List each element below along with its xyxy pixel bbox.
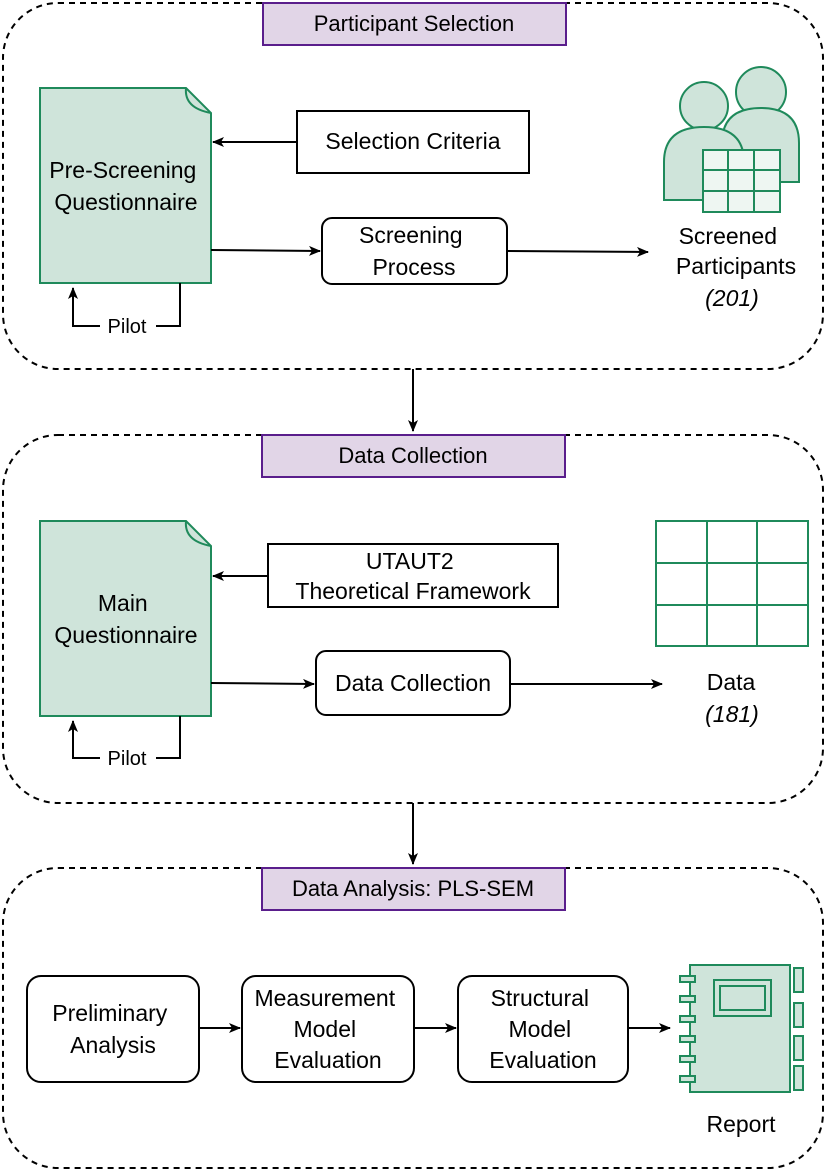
svg-text:UTAUT2 Theoretical Frame: UTAUT2 Theoretical Framework: [295, 548, 531, 604]
svg-text:Preliminary Analysis: Preliminary Analysis: [52, 1000, 173, 1058]
screening-process-line1: Screening: [359, 222, 463, 248]
stage-title-participant-selection: Participant Selection: [262, 2, 567, 46]
arrow-screening-to-participants: [506, 246, 649, 257]
svg-text:Main Questionnaire: Main Questionnaire: [54, 590, 197, 648]
screening-process-box: Screening Process: [321, 217, 508, 285]
stage-title-text: Data Collection: [338, 443, 487, 468]
measurement-line2: Model: [293, 1016, 356, 1042]
measurement-model-box: Measurement Model Evaluation: [241, 975, 415, 1083]
preliminary-line2: Analysis: [70, 1032, 156, 1058]
document-icon: [39, 520, 212, 717]
measurement-line1: Measurement: [254, 985, 395, 1011]
report-label: Report: [706, 1111, 776, 1137]
stage-title-data-collection: Data Collection: [261, 434, 566, 478]
structural-model-box: Structural Model Evaluation: [457, 975, 629, 1083]
structural-line1: Structural: [491, 985, 589, 1011]
pilot-label-selection: Pilot: [108, 316, 147, 338]
framework-box: UTAUT2 Theoretical Framework: [267, 543, 559, 608]
data-label: Data: [707, 669, 756, 695]
pre-screening-questionnaire: Pre-Screening Questionnaire: [39, 87, 212, 284]
arrow-questionnaire-to-screening: [210, 245, 321, 256]
table-icon: [655, 520, 809, 647]
measurement-line3: Evaluation: [274, 1047, 381, 1073]
screening-process-line2: Process: [372, 254, 455, 280]
pre-screening-label-line2: Questionnaire: [54, 189, 197, 215]
document-icon: [39, 87, 212, 284]
preliminary-analysis-box: Preliminary Analysis: [26, 975, 200, 1083]
selection-criteria-box: Selection Criteria: [296, 110, 530, 174]
svg-text:Measurement Model: Measurement Model Evaluation: [254, 985, 401, 1073]
main-questionnaire-line2: Questionnaire: [54, 622, 197, 648]
framework-line1: UTAUT2: [366, 548, 454, 574]
svg-text:Pre-Screening Questionna: Pre-Screening Questionnaire: [49, 157, 202, 215]
selection-criteria-label: Selection Criteria: [325, 128, 500, 154]
svg-text:Screening Process: Screening Process: [359, 222, 469, 280]
stage-title-text: Data Analysis: PLS-SEM: [292, 876, 534, 901]
pilot-label-collection: Pilot: [108, 748, 147, 770]
arrow-questionnaire-to-collection: [210, 678, 315, 689]
notebook-icon: [679, 964, 804, 1093]
framework-line2: Theoretical Framework: [295, 578, 531, 604]
stage-title-data-analysis: Data Analysis: PLS-SEM: [261, 867, 566, 911]
preliminary-line1: Preliminary: [52, 1000, 168, 1026]
main-questionnaire: Main Questionnaire: [39, 520, 212, 717]
data-count: (181): [705, 701, 759, 727]
pre-screening-label-line1: Pre-Screening: [49, 157, 196, 183]
data-collection-process-box: Data Collection: [315, 650, 511, 716]
screened-participants-label: Screened Participants: [676, 223, 796, 279]
svg-text:Structural Model E: Structural Model Evaluation: [489, 985, 596, 1073]
structural-line3: Evaluation: [489, 1047, 596, 1073]
screened-participants-count: (201): [705, 285, 759, 311]
data-collection-process-label: Data Collection: [335, 670, 491, 696]
structural-line2: Model: [508, 1016, 571, 1042]
users-icon: [663, 66, 800, 213]
stage-title-text: Participant Selection: [314, 11, 515, 36]
main-questionnaire-line1: Main: [98, 590, 148, 616]
